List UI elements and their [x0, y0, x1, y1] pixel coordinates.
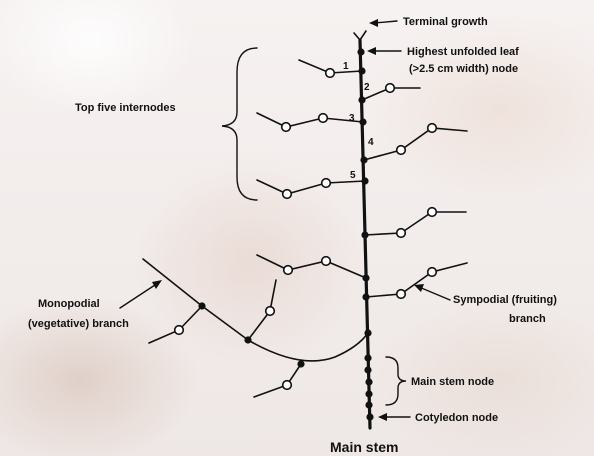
top-five-bracket: [221, 47, 258, 201]
sympodial-branch-3: [256, 112, 364, 128]
highest-leaf-arrow-head: [367, 47, 376, 55]
fruiting-node-open: [384, 82, 396, 94]
internode-number-1: 1: [343, 61, 349, 72]
internode-number-3: 3: [349, 113, 355, 124]
internode-number-4: 4: [368, 137, 374, 148]
main-stem-node-2: [358, 96, 366, 104]
cotyledon-node-dot: [366, 413, 374, 421]
sympodial-branch-4: [363, 127, 468, 161]
main-stem-node-12: [365, 378, 373, 386]
fruiting-node-open: [264, 305, 276, 317]
sympodial-label-line1: Sympodial (fruiting): [453, 294, 557, 306]
main-stem-node-7: [362, 274, 370, 282]
main-stem-node-5: [361, 177, 369, 185]
sympodial-branch-6: [364, 211, 467, 236]
sympodial-branch-8: [365, 262, 468, 298]
monopodial-arrow-head: [152, 280, 162, 289]
sympodial-arrow: [418, 286, 451, 301]
main-stem-node-label: Main stem node: [411, 376, 494, 388]
cotyledon-node-label: Cotyledon node: [415, 412, 498, 424]
fruiting-node-open: [281, 379, 293, 391]
fruiting-node-open: [280, 121, 292, 133]
main-stem-node-3: [359, 118, 367, 126]
monopodial-node-2: [244, 336, 252, 344]
main-stem-title: Main stem: [330, 439, 398, 455]
main-stem-node-9: [364, 329, 372, 337]
main-stem-node-1: [358, 67, 366, 75]
monopodial-label-line2: (vegetative) branch: [28, 318, 129, 330]
fruiting-node-open: [320, 255, 332, 267]
monopodial-arrow: [119, 282, 159, 309]
main-stem-node-6: [361, 231, 369, 239]
internode-number-2: 2: [364, 82, 370, 93]
cotyledon-arrow-head: [378, 413, 387, 421]
monopodial-sub-branch-3: [253, 363, 302, 398]
fruiting-node-open: [426, 122, 438, 134]
monopodial-branch-curve: [142, 258, 369, 362]
sympodial-arrow-head: [414, 284, 424, 292]
terminal-growth-tip-right: [359, 30, 367, 41]
main-stem-node-4: [360, 156, 368, 164]
fruiting-node-open: [395, 288, 407, 300]
main-stem-node-8: [362, 293, 370, 301]
main-stem-node-13: [365, 390, 373, 398]
top-five-internodes-label: Top five internodes: [75, 102, 176, 114]
monopodial-label-line1: Monopodial: [38, 298, 100, 310]
fruiting-node-open: [281, 188, 293, 200]
main-stem-node-11: [364, 366, 372, 374]
terminal-growth-tip-left: [353, 32, 361, 41]
sympodial-branch-7: [256, 254, 367, 279]
main-stem-node-bracket: [385, 356, 407, 406]
sympodial-label-line2: branch: [509, 313, 546, 325]
main-stem-node-top: [357, 48, 365, 56]
fruiting-node-open: [324, 67, 336, 79]
monopodial-sub-branch-1: [148, 305, 203, 344]
main-stem-node-14: [365, 401, 373, 409]
terminal-growth-label: Terminal growth: [403, 16, 488, 28]
sympodial-branch-5: [256, 179, 366, 195]
monopodial-node-3: [297, 360, 305, 368]
fruiting-node-open: [395, 227, 407, 239]
fruiting-node-open: [282, 264, 294, 276]
fruiting-node-open: [395, 144, 407, 156]
highest-leaf-label-line2: (>2.5 cm width) node: [409, 63, 518, 75]
fruiting-node-open: [426, 266, 438, 278]
main-stem-node-10: [364, 354, 372, 362]
fruiting-node-open: [320, 177, 332, 189]
fruiting-node-open: [317, 112, 329, 124]
internode-number-5: 5: [350, 170, 356, 181]
terminal-growth-arrow-head: [369, 19, 378, 27]
fruiting-node-open: [173, 324, 185, 336]
highest-leaf-label-line1: Highest unfolded leaf: [407, 46, 519, 58]
fruiting-node-open: [426, 206, 438, 218]
monopodial-node-1: [198, 302, 206, 310]
